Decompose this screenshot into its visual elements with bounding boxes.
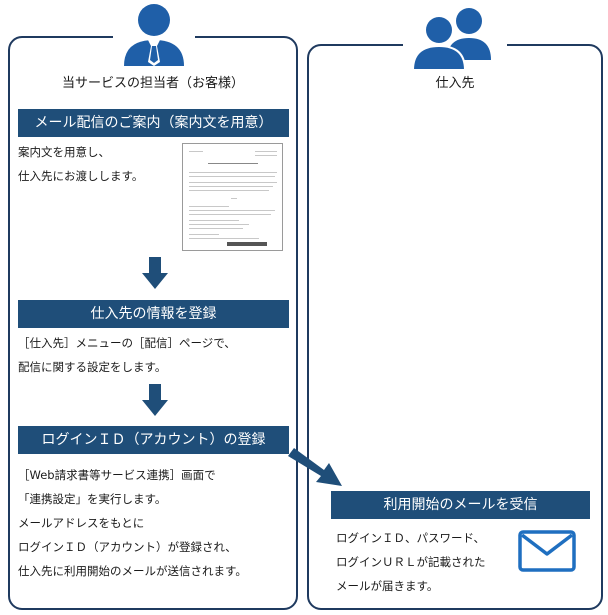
- envelope-icon: [518, 530, 576, 572]
- step-receive-mail-line-2: ログインＵＲＬが記載された: [336, 555, 486, 569]
- step-receive-mail-title: 利用開始のメールを受信: [331, 491, 590, 519]
- step-receive-mail-line-1: ログインＩＤ、パスワード、: [336, 531, 486, 545]
- supplier-panel-title: 仕入先: [435, 76, 475, 91]
- step-register-login-line-2: 「連携設定」を実行します。: [18, 492, 167, 506]
- step-announcement-line-2: 仕入先にお渡しします。: [18, 169, 144, 183]
- step-announcement-title: メール配信のご案内（案内文を用意）: [18, 109, 289, 137]
- two-people-icon: [403, 4, 507, 71]
- document-icon: [182, 143, 283, 251]
- step-receive-mail-line-3: メールが届きます。: [336, 579, 439, 593]
- step-register-login-line-3: メールアドレスをもとに: [18, 516, 145, 530]
- step-register-supplier-title: 仕入先の情報を登録: [18, 300, 289, 328]
- arrow-down-icon: [142, 257, 168, 289]
- step-register-supplier-line-2: 配信に関する設定をします。: [18, 360, 167, 374]
- step-register-supplier-line-1: ［仕入先］メニューの［配信］ページで、: [18, 336, 236, 350]
- arrow-diagonal-icon: [288, 448, 342, 486]
- person-with-tie-icon: [113, 0, 195, 68]
- step-register-login-line-4: ログインＩＤ（アカウント）が登録され、: [18, 540, 237, 554]
- arrow-down-icon: [142, 384, 168, 416]
- customer-panel-title: 当サービスの担当者（お客様）: [61, 76, 244, 91]
- step-register-login-title: ログインＩＤ（アカウント）の登録: [18, 426, 289, 454]
- step-register-login-line-5: 仕入先に利用開始のメールが送信されます。: [18, 564, 247, 578]
- step-register-login-line-1: ［Web請求書等サービス連携］画面で: [18, 468, 216, 482]
- step-announcement-line-1: 案内文を用意し、: [18, 145, 110, 159]
